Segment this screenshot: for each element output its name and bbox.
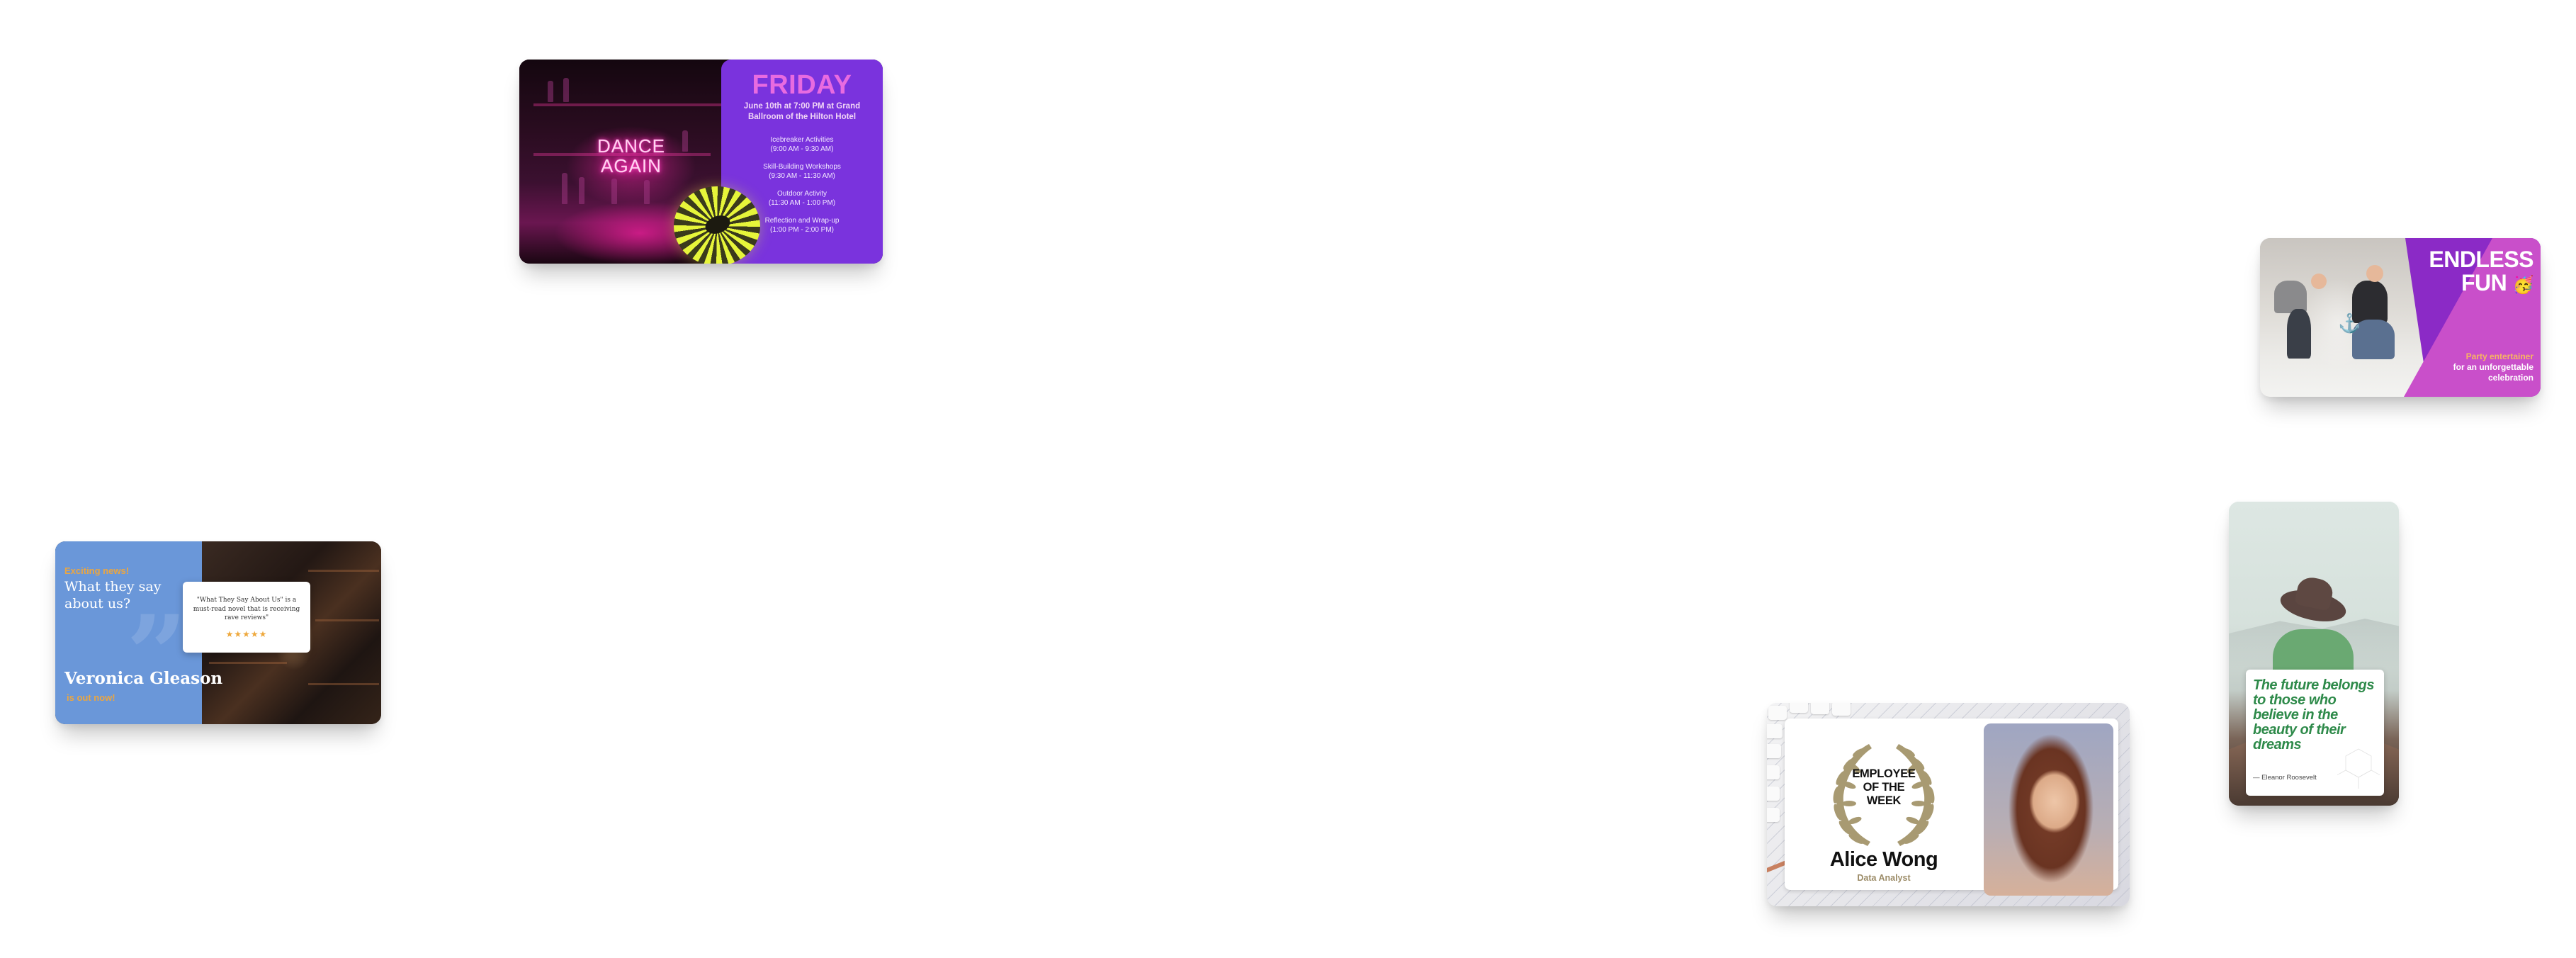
striped-torus-icon bbox=[674, 186, 760, 264]
bottle-decoration bbox=[562, 173, 567, 204]
shelf-decoration bbox=[533, 103, 725, 106]
inspirational-quote-template-card[interactable]: The future belongs to those who believe … bbox=[2229, 502, 2399, 806]
tagline-line-2: for an unforgettable bbox=[2453, 362, 2533, 372]
tagline-accent: Party entertainer bbox=[2465, 351, 2533, 361]
award-line-1: EMPLOYEE bbox=[1852, 767, 1916, 780]
keyboard-key bbox=[1767, 787, 1780, 801]
headline-fun: FUN bbox=[2461, 270, 2507, 295]
award-line-2: OF THE bbox=[1863, 781, 1905, 794]
star-rating-icon: ★★★★★ bbox=[225, 629, 268, 639]
child-head bbox=[2366, 265, 2383, 282]
employee-name: Alice Wong bbox=[1829, 848, 1938, 871]
laurel-wreath-icon bbox=[1833, 744, 1935, 846]
schedule-time: (11:30 AM - 1:00 PM) bbox=[768, 199, 836, 207]
keyboard-key bbox=[1790, 703, 1808, 713]
schedule-time: (9:30 AM - 11:30 AM) bbox=[769, 172, 835, 180]
eyebrow-text: Exciting news! bbox=[64, 565, 130, 576]
tagline: Party entertainer for an unforgettable c… bbox=[2453, 351, 2533, 383]
employee-role: Data Analyst bbox=[1857, 873, 1911, 883]
headline-line-1: ENDLESS bbox=[2429, 247, 2533, 272]
schedule-time: (9:00 AM - 9:30 AM) bbox=[770, 145, 834, 153]
tagline-line-3: celebration bbox=[2487, 373, 2533, 383]
schedule-time: (1:00 PM - 2:00 PM) bbox=[769, 226, 835, 234]
blue-text-panel: ” Exciting news! What they say about us? bbox=[55, 541, 202, 724]
schedule-activity: Icebreaker Activities bbox=[770, 136, 834, 144]
event-subtitle: June 10th at 7:00 PM at Grand Ballroom o… bbox=[743, 102, 861, 121]
heading: What they say about us? bbox=[64, 579, 162, 612]
employee-of-week-template-card[interactable]: EMPLOYEE OF THE WEEK Alice Wong Data Ana… bbox=[1767, 703, 2130, 906]
child-figure bbox=[2352, 320, 2395, 359]
quote-box: The future belongs to those who believe … bbox=[2246, 670, 2384, 796]
schedule-item: Outdoor Activity (11:30 AM - 1:00 PM) bbox=[721, 189, 883, 208]
friday-event-template-card[interactable]: DANCE AGAIN FRIDAY June 10th at 7:00 PM … bbox=[519, 60, 883, 264]
award-title: EMPLOYEE OF THE WEEK bbox=[1827, 767, 1941, 808]
bottle-decoration bbox=[682, 130, 688, 152]
review-text: "What They Say About Us" is a must-read … bbox=[193, 597, 300, 621]
quote-author: — Eleanor Roosevelt bbox=[2253, 774, 2317, 782]
schedule-activity: Skill-Building Workshops bbox=[763, 163, 841, 171]
neon-sign: DANCE AGAIN bbox=[596, 136, 667, 176]
shelf-decoration bbox=[533, 153, 711, 156]
shelf-decoration bbox=[315, 619, 379, 621]
keyboard-key bbox=[1767, 744, 1781, 758]
headline-line-2: FUN 🥳 bbox=[2429, 270, 2534, 297]
keyboard-key bbox=[1811, 703, 1829, 714]
book-review-template-card[interactable]: ” Exciting news! What they say about us?… bbox=[55, 541, 381, 724]
keyboard-key bbox=[1767, 808, 1780, 822]
anchor-icon: ⚓ bbox=[2338, 312, 2361, 334]
child-figure bbox=[2287, 309, 2311, 359]
partying-face-icon: 🥳 bbox=[2512, 276, 2534, 295]
schedule-item: Icebreaker Activities (9:00 AM - 9:30 AM… bbox=[721, 135, 883, 154]
bottle-decoration bbox=[644, 180, 650, 204]
review-box: "What They Say About Us" is a must-read … bbox=[183, 582, 310, 653]
bottle-decoration bbox=[579, 177, 584, 204]
neon-bar-photo: DANCE AGAIN bbox=[519, 60, 732, 264]
keyboard-key bbox=[1768, 706, 1787, 720]
pillow-decoration bbox=[2274, 281, 2307, 313]
bottle-decoration bbox=[611, 179, 617, 204]
child-figure bbox=[2352, 281, 2388, 323]
keyboard-key bbox=[1767, 724, 1783, 738]
child-head bbox=[2311, 274, 2327, 289]
schedule-activity: Reflection and Wrap-up bbox=[764, 217, 840, 225]
quote-text: The future belongs to those who believe … bbox=[2253, 677, 2375, 753]
author-name: Veronica Gleason bbox=[64, 669, 223, 688]
event-schedule: Icebreaker Activities (9:00 AM - 9:30 AM… bbox=[721, 135, 883, 235]
keyboard-key bbox=[1832, 703, 1851, 716]
neon-line-1: DANCE bbox=[597, 135, 665, 157]
cta-text: is out now! bbox=[67, 692, 115, 703]
schedule-item: Skill-Building Workshops (9:30 AM - 11:3… bbox=[721, 162, 883, 181]
schedule-activity: Outdoor Activity bbox=[776, 190, 827, 198]
shelf-decoration bbox=[209, 662, 287, 664]
schedule-item: Reflection and Wrap-up (1:00 PM - 2:00 P… bbox=[721, 216, 883, 235]
shelf-decoration bbox=[308, 570, 379, 572]
neon-line-2: AGAIN bbox=[601, 155, 662, 176]
portrait-photo bbox=[1984, 723, 2113, 896]
bottle-decoration bbox=[563, 78, 569, 102]
bottle-decoration bbox=[548, 81, 553, 102]
quote-mark-icon: ” bbox=[126, 592, 188, 717]
keyboard-key bbox=[1767, 765, 1780, 779]
event-title: FRIDAY bbox=[752, 70, 852, 100]
endless-fun-template-card[interactable]: ⚓ ENDLESS FUN 🥳 Party entertainer for an… bbox=[2260, 238, 2541, 397]
hexagon-pattern-icon bbox=[2337, 748, 2380, 789]
shelf-decoration bbox=[308, 683, 379, 685]
award-line-3: WEEK bbox=[1866, 794, 1902, 807]
headline: ENDLESS FUN 🥳 bbox=[2429, 248, 2533, 297]
